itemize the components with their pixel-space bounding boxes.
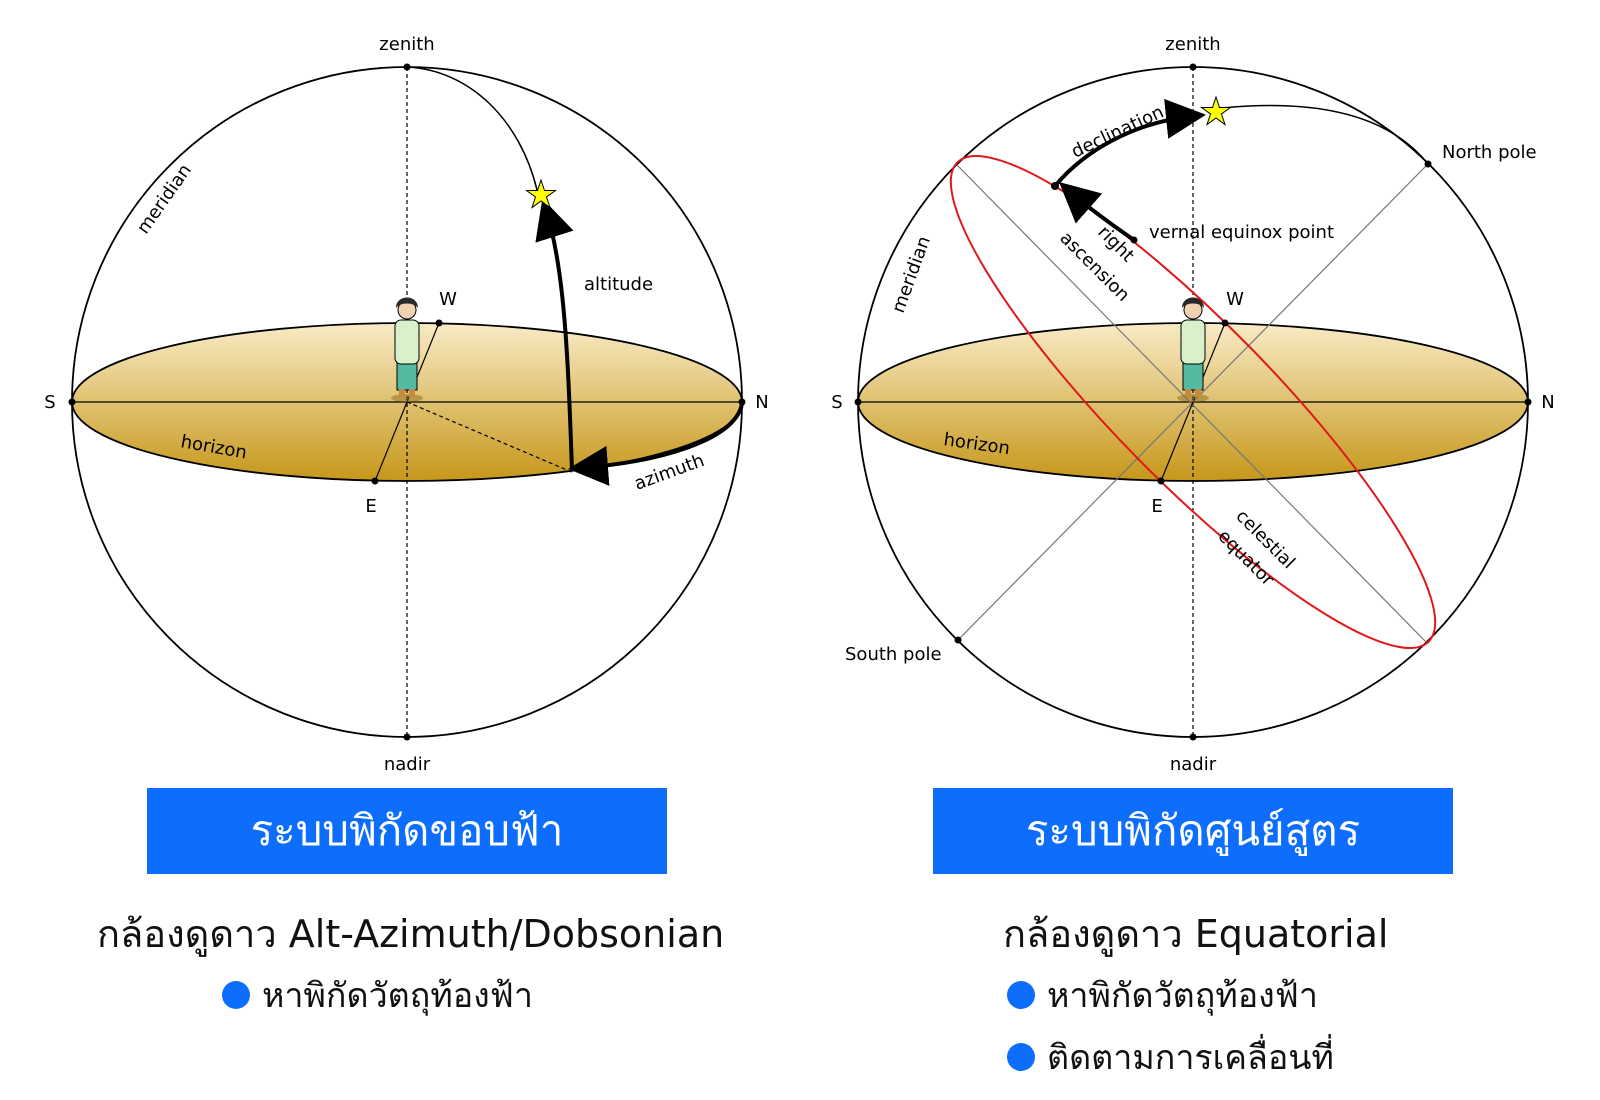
azimuth-arrow	[568, 403, 744, 486]
altaz-telescope-subtitle: กล้องดูดาว Alt-Azimuth/Dobsonian	[97, 912, 725, 956]
declination-arrow	[1053, 98, 1206, 188]
north-label: N	[1541, 392, 1554, 413]
east-point	[1157, 477, 1165, 485]
equatorial-system-panel: zenith nadir S N W E North pole South po…	[785, 0, 1585, 1100]
star-icon	[524, 178, 558, 209]
horizontal-system-diagram: zenith nadir S N W E altitude meridian h…	[44, 34, 768, 775]
bullet-text: หาพิกัดวัตถุท้องฟ้า	[1047, 976, 1318, 1016]
nadir-label: nadir	[384, 754, 431, 775]
west-point	[1221, 319, 1229, 327]
nadir-label: nadir	[1170, 754, 1217, 775]
south-label: S	[831, 392, 842, 413]
equatorial-system-banner: ระบบพิกัดศูนย์สูตร	[933, 788, 1453, 874]
west-label: W	[439, 289, 457, 310]
zenith-label: zenith	[1165, 34, 1220, 55]
star-hour-arc	[406, 66, 538, 191]
nadir-point	[403, 733, 411, 741]
bullet-dot	[1007, 1043, 1035, 1071]
azimuth-direction-line	[406, 401, 575, 474]
east-label: E	[365, 496, 376, 517]
bullet-dot	[222, 981, 250, 1009]
north-point	[1524, 398, 1532, 406]
bullet-item: หาพิกัดวัตถุท้องฟ้า	[1007, 968, 1318, 1022]
south-label: S	[44, 392, 55, 413]
horizontal-system-panel: zenith nadir S N W E altitude meridian h…	[44, 34, 768, 1022]
bullet-dot	[1007, 981, 1035, 1009]
west-label: W	[1226, 289, 1244, 310]
ra-point	[1051, 182, 1059, 190]
bullet-text: ติดตามการเคลื่อนที่	[1047, 1038, 1334, 1078]
vernal-equinox-point	[1130, 236, 1138, 244]
south-point	[68, 398, 76, 406]
horizontal-system-banner: ระบบพิกัดขอบฟ้า	[147, 788, 667, 874]
bullet-text: หาพิกัดวัตถุท้องฟ้า	[262, 976, 533, 1016]
north-label: N	[755, 392, 768, 413]
zenith-label: zenith	[379, 34, 434, 55]
equatorial-telescope-subtitle: กล้องดูดาว Equatorial	[1003, 912, 1389, 956]
declination-label: declination	[1068, 102, 1167, 163]
altitude-arrow	[535, 198, 574, 471]
star-icon	[1199, 95, 1233, 126]
nadir-point	[1189, 733, 1197, 741]
north-pole-point	[1424, 160, 1432, 168]
altitude-label: altitude	[584, 274, 653, 295]
south-pole-point	[954, 636, 962, 644]
zenith-point	[1189, 63, 1197, 71]
right-ascension-arrow	[1059, 182, 1136, 242]
north-point	[738, 398, 746, 406]
observer-figure	[1177, 297, 1209, 402]
observer-figure	[391, 297, 423, 402]
south-pole-label: South pole	[845, 644, 942, 665]
east-point	[371, 477, 379, 485]
north-pole-label: North pole	[1442, 142, 1537, 163]
vernal-equinox-label: vernal equinox point	[1149, 222, 1334, 243]
west-point	[435, 319, 443, 327]
celestial-equator	[949, 155, 1437, 649]
meridian-label: meridian	[888, 233, 935, 315]
hour-circle-arc	[1221, 104, 1429, 165]
zenith-point	[403, 63, 411, 71]
equatorial-system-diagram: zenith nadir S N W E North pole South po…	[831, 34, 1554, 775]
bullet-item: หาพิกัดวัตถุท้องฟ้า	[222, 968, 533, 1022]
east-label: E	[1151, 496, 1162, 517]
south-point	[854, 398, 862, 406]
bullet-item: ติดตามการเคลื่อนที่	[1007, 1030, 1334, 1084]
